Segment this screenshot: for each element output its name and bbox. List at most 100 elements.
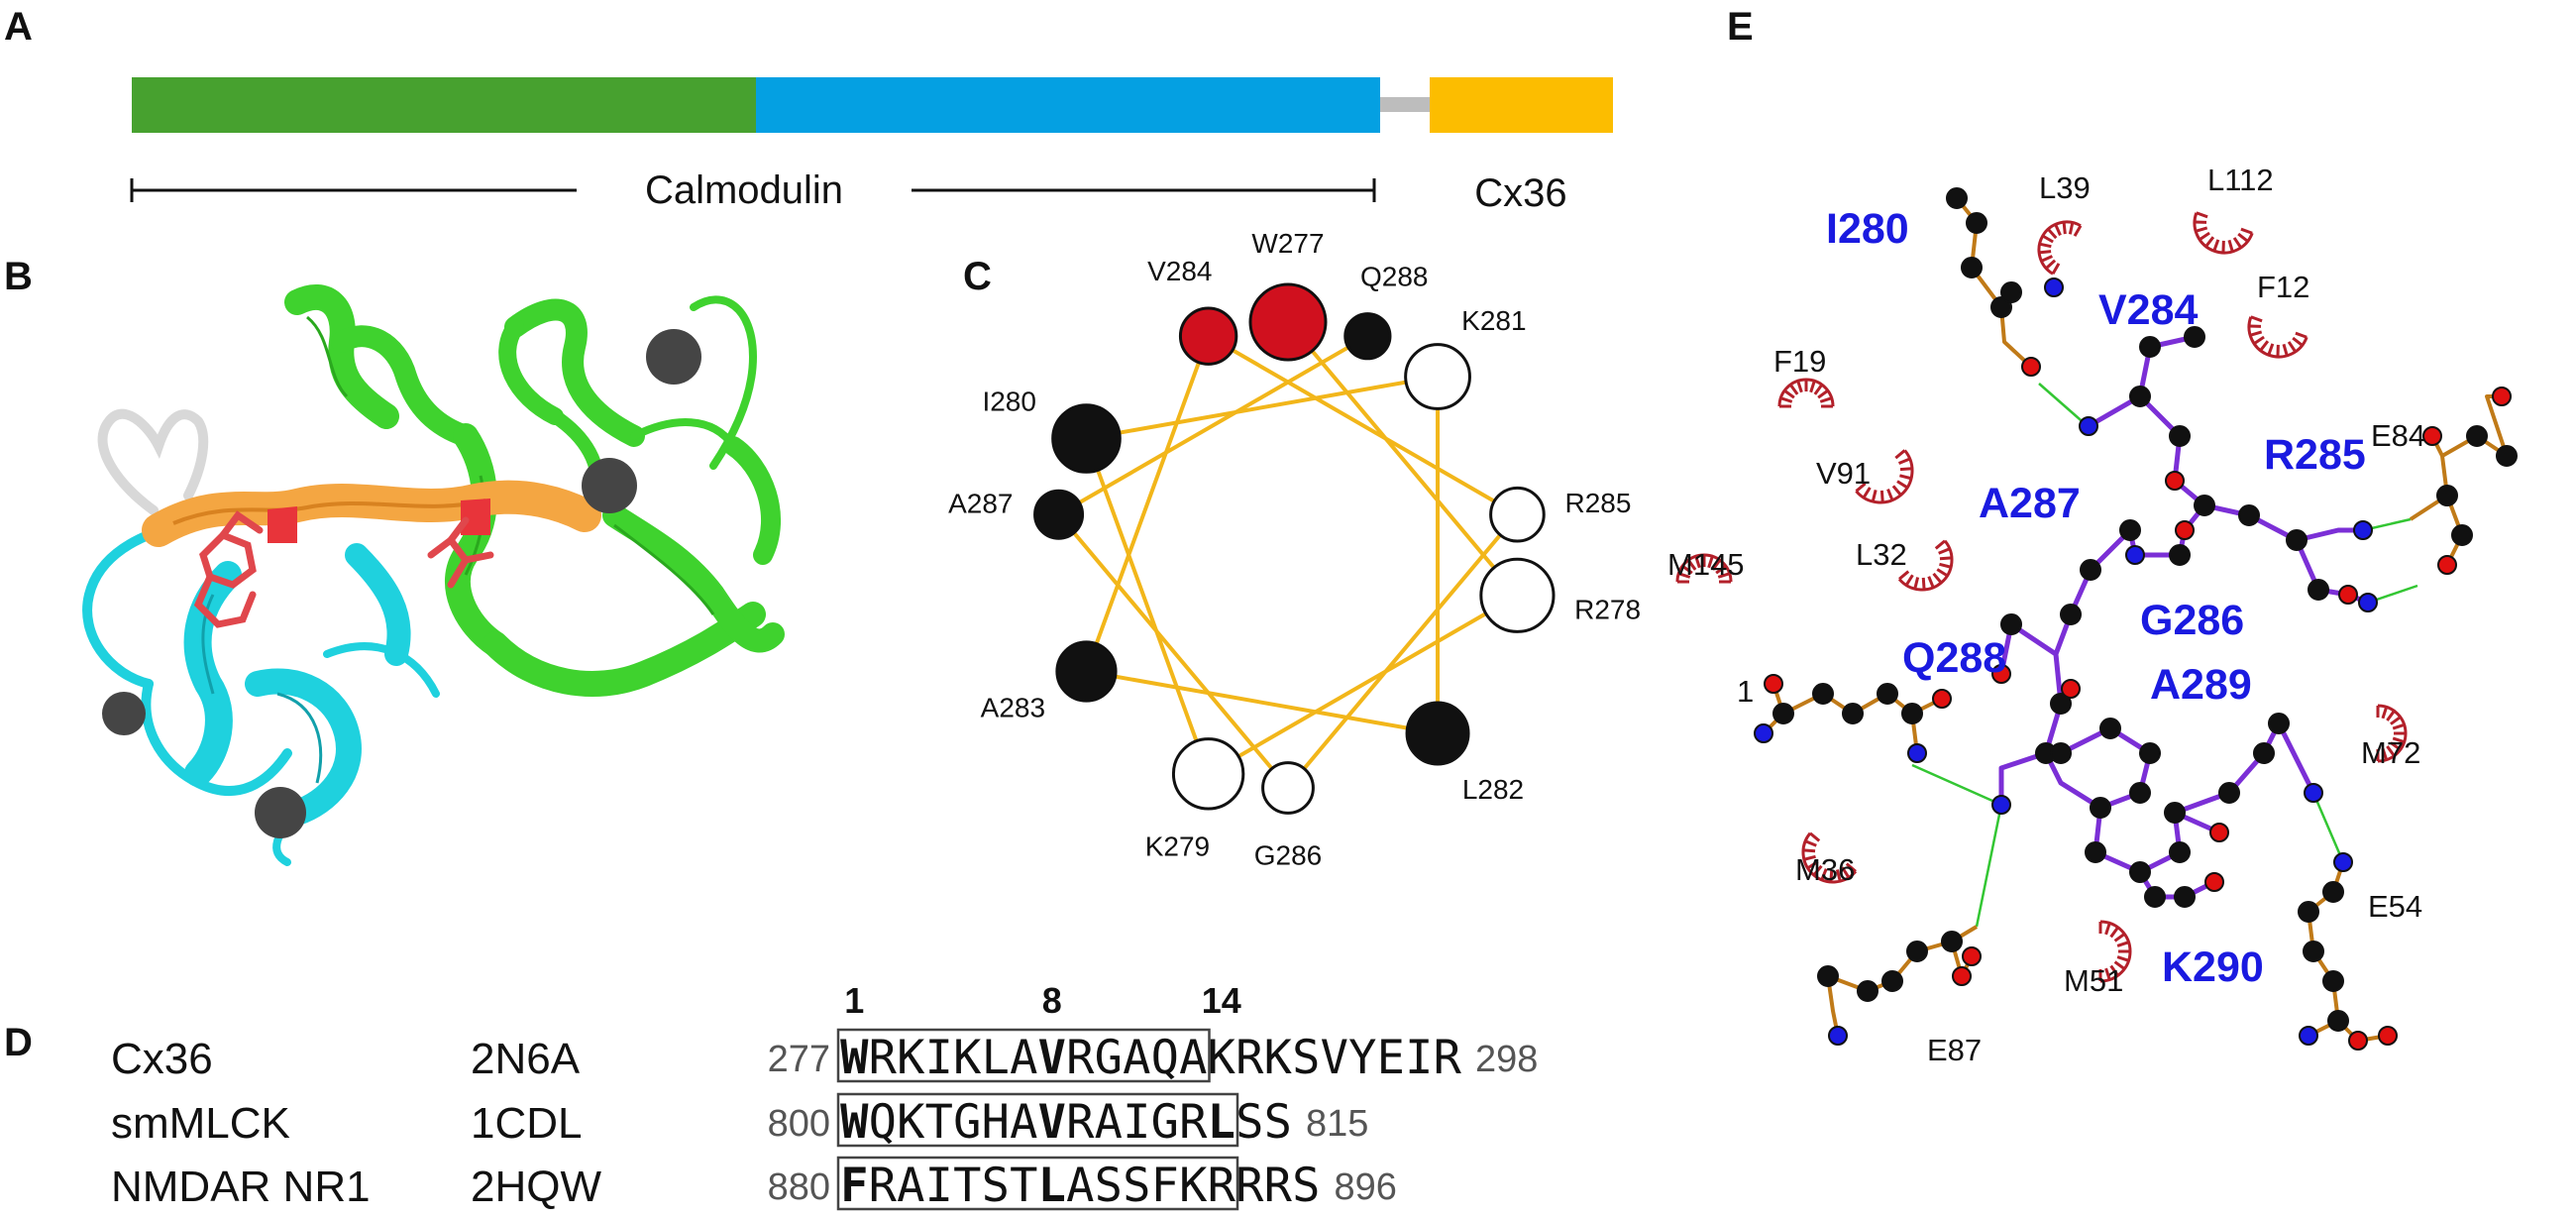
alignment-residue: Q xyxy=(1151,1031,1179,1085)
wheel-residue-a287 xyxy=(1033,489,1085,540)
cx36-label: Cx36 xyxy=(1474,171,1566,215)
alignment-row-start: 880 xyxy=(768,1166,830,1208)
wheel-label-v284: V284 xyxy=(1147,256,1212,286)
domain-n-lobe xyxy=(132,77,756,133)
wheel-residue-k279 xyxy=(1171,737,1245,811)
wheel-connection xyxy=(1057,512,1290,790)
alignment-residue: W xyxy=(840,1031,869,1085)
alignment-residue: S xyxy=(1292,1031,1320,1085)
cam-label-f19: F19 xyxy=(1773,344,1826,379)
alignment-residue: I xyxy=(1405,1031,1433,1085)
peptide-label-v284: V284 xyxy=(2098,286,2199,334)
alignment-residue: R xyxy=(1434,1031,1462,1085)
alignment-residue: F xyxy=(840,1159,868,1213)
alignment-row-name: Cx36 xyxy=(111,1035,213,1083)
cam-label-1: 1 xyxy=(1737,674,1754,709)
cam-label-m72: M72 xyxy=(2361,735,2420,770)
wheel-connection xyxy=(1057,334,1369,516)
wheel-residue-i280 xyxy=(1051,403,1122,474)
alignment-residue: V xyxy=(1038,1095,1066,1150)
alignment-residue: W xyxy=(840,1095,869,1150)
atoms xyxy=(1754,187,2518,1051)
helical-wheel-connections xyxy=(1057,320,1519,790)
wheel-residue-v284 xyxy=(1178,306,1238,366)
wheel-label-k279: K279 xyxy=(1145,831,1210,861)
calmodulin-bracket xyxy=(130,178,1376,202)
alignment-residue: R xyxy=(1208,1159,1236,1213)
wheel-residue-g286 xyxy=(1261,761,1315,815)
wheel-label-a283: A283 xyxy=(981,692,1045,722)
alignment-residue: A xyxy=(1095,1095,1123,1150)
alignment-row-end: 298 xyxy=(1475,1039,1538,1080)
alignment-residue: K xyxy=(897,1031,925,1085)
wheel-connection xyxy=(1084,437,1211,775)
alignment-residue: F xyxy=(1151,1159,1179,1213)
panel-label-e: E xyxy=(1727,5,1754,49)
wheel-connection xyxy=(1084,335,1211,673)
hydrophobic-arc xyxy=(2247,315,2308,359)
alignment-residue: S xyxy=(1095,1159,1123,1213)
alignment-residue: K xyxy=(1208,1031,1236,1085)
alignment-residue: G xyxy=(953,1095,981,1150)
domain-cx36 xyxy=(1430,77,1613,133)
alignment-row-start: 800 xyxy=(768,1103,830,1145)
peptide-label-i280: I280 xyxy=(1826,205,1909,253)
hydrophobic-arc xyxy=(2193,211,2254,255)
wheel-residue-w277 xyxy=(1248,282,1328,362)
alignment-row-pdb: 1CDL xyxy=(471,1099,583,1148)
panel-label-c: C xyxy=(963,255,992,298)
alignment-residue: R xyxy=(1264,1159,1293,1213)
peptide-label-q288: Q288 xyxy=(1902,634,2006,682)
cam-label-m51: M51 xyxy=(2064,963,2123,998)
structure-cartoon xyxy=(82,284,785,866)
alignment-residue: H xyxy=(982,1095,1010,1150)
wheel-connection xyxy=(1086,375,1439,441)
panel-label-d: D xyxy=(4,1021,33,1064)
alignment-core-box xyxy=(836,1092,1239,1148)
wheel-residue-q288 xyxy=(1343,312,1392,361)
alignment-residue: K xyxy=(953,1031,982,1085)
alignment-residue: A xyxy=(1010,1095,1037,1150)
alignment-residue: G xyxy=(1151,1095,1179,1150)
cam-label-l32: L32 xyxy=(1856,537,1907,572)
wheel-label-q288: Q288 xyxy=(1360,261,1429,291)
peptide-label-k290: K290 xyxy=(2162,943,2264,991)
wheel-residue-a283 xyxy=(1055,640,1118,703)
alignment-residue: V xyxy=(1038,1031,1066,1085)
domain-c-lobe xyxy=(756,77,1380,133)
alignment-residue: S xyxy=(982,1159,1010,1213)
alignment-residue: I xyxy=(925,1159,953,1213)
wheel-residue-r285 xyxy=(1489,486,1546,543)
alignment-position-8: 8 xyxy=(1042,980,1062,1021)
hydrophobic-arc xyxy=(2098,920,2132,983)
cam-label-v91: V91 xyxy=(1816,456,1871,491)
cam-label-e84: E84 xyxy=(2371,418,2425,453)
panel-e: E xyxy=(1667,5,2518,1067)
wheel-residue-r278 xyxy=(1479,557,1556,633)
helical-wheel: W277R278K279I280K281L282A283V284R285G286… xyxy=(948,228,1641,870)
alignment-residue: S xyxy=(1292,1159,1320,1213)
alignment-residue: T xyxy=(1010,1159,1037,1213)
cam-label-m145: M145 xyxy=(1667,547,1745,582)
alignment-residue: S xyxy=(1235,1095,1263,1150)
alignment-residue: R xyxy=(1066,1095,1095,1150)
wheel-label-i280: I280 xyxy=(982,387,1036,417)
alignment-residue: Q xyxy=(869,1095,897,1150)
alignment-residue: T xyxy=(925,1095,953,1150)
cam-label-e87: E87 xyxy=(1927,1033,1982,1067)
alignment-residue: K xyxy=(1264,1031,1293,1085)
alignment-residue: K xyxy=(1179,1159,1208,1213)
wheel-connection xyxy=(1086,669,1439,735)
alignment-row-start: 277 xyxy=(768,1039,830,1080)
cam-label-m36: M36 xyxy=(1795,852,1855,887)
alignment-residue: Y xyxy=(1348,1031,1376,1085)
wheel-residue-k281 xyxy=(1404,343,1471,410)
wheel-label-l282: L282 xyxy=(1462,774,1524,805)
alignment-position-14: 14 xyxy=(1202,980,1241,1021)
alignment-residue: G xyxy=(1095,1031,1123,1085)
hydrophobic-arc xyxy=(1675,553,1733,584)
alignment-residue: A xyxy=(1010,1031,1037,1085)
wheel-connection xyxy=(1286,320,1519,598)
peptide-label-a289: A289 xyxy=(2150,661,2252,709)
